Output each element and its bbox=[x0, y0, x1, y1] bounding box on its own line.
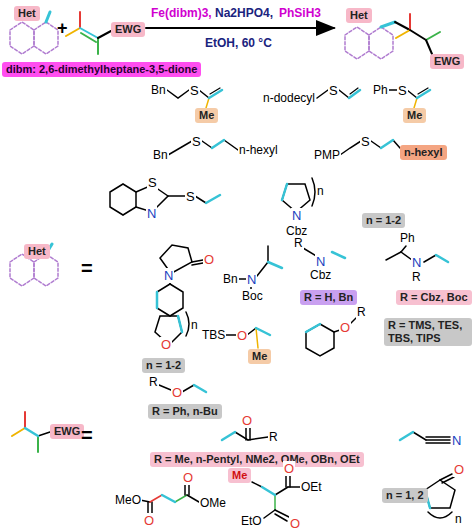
atom-label: N bbox=[246, 272, 257, 287]
atom-label: O bbox=[289, 516, 301, 531]
atom-label: N bbox=[291, 208, 302, 223]
chem-label: Na2HPO4, bbox=[214, 6, 274, 20]
highlight-box: EWG bbox=[111, 22, 145, 37]
atom-label: S bbox=[185, 189, 196, 204]
box-text: R = Ph, n-Bu bbox=[152, 405, 218, 417]
atom-label: N bbox=[163, 268, 174, 283]
highlight-box: R = H, Bn bbox=[300, 290, 357, 305]
box-text: Me bbox=[232, 469, 247, 481]
highlight-box: Me bbox=[228, 468, 251, 483]
atom-label: S bbox=[328, 83, 339, 98]
atom-label: Ph bbox=[399, 231, 416, 245]
highlight-box: Me bbox=[195, 108, 218, 123]
atom-label: O bbox=[236, 328, 248, 343]
highlight-box: R = Ph, n-Bu bbox=[148, 404, 222, 419]
box-text: Het bbox=[28, 245, 46, 257]
atom-label: R bbox=[356, 305, 367, 319]
chem-label: OEt bbox=[300, 480, 323, 494]
chem-label: EtOH, 60 °C bbox=[204, 36, 273, 50]
atom-label: N bbox=[411, 255, 422, 270]
box-text: EWG bbox=[54, 425, 80, 437]
atom-label: Bn bbox=[222, 272, 239, 286]
atom-label: O bbox=[143, 513, 155, 528]
highlight-box: Me bbox=[403, 108, 426, 123]
atom-label: S bbox=[189, 83, 200, 98]
atom-label: O bbox=[283, 461, 295, 476]
highlight-box: Het bbox=[24, 244, 50, 259]
atom-label: S bbox=[397, 83, 408, 98]
chem-label: Fe(dibm)3, bbox=[150, 6, 213, 20]
highlight-box: EWG bbox=[50, 424, 84, 439]
atom-label: O bbox=[171, 385, 183, 400]
atom-label: N bbox=[315, 254, 326, 269]
atom-label: O bbox=[339, 320, 351, 335]
highlight-box: n-hexyl bbox=[400, 145, 447, 160]
atom-label: O bbox=[203, 252, 215, 267]
chem-label: n-dodecyl bbox=[262, 91, 316, 105]
atom-label: Bn bbox=[152, 148, 169, 162]
atom-label: O bbox=[160, 337, 172, 352]
highlight-box: Het bbox=[14, 6, 40, 21]
highlight-box: R = Cbz, Boc bbox=[396, 290, 472, 305]
atom-label: O bbox=[241, 413, 253, 428]
highlight-box: dibm: 2,6-dimethylheptane-3,5-dione bbox=[2, 62, 201, 77]
box-text: R = Cbz, Boc bbox=[400, 291, 468, 303]
box-text: n = 1, 2 bbox=[386, 489, 424, 501]
highlight-box: n = 1-2 bbox=[142, 358, 185, 373]
atom-label: + bbox=[56, 18, 69, 38]
atom-label: R bbox=[148, 375, 159, 389]
atom-label: S bbox=[147, 175, 158, 190]
atom-label: N bbox=[451, 433, 462, 448]
highlight-box: Het bbox=[346, 8, 372, 23]
box-text: R = TMS, TES, TBS, TIPS bbox=[388, 319, 462, 344]
chem-label: n-hexyl bbox=[238, 143, 279, 157]
atom-label: O bbox=[453, 462, 465, 477]
box-text: Me bbox=[199, 109, 214, 121]
atom-label: = bbox=[80, 257, 94, 279]
atom-label: R bbox=[268, 430, 279, 444]
atom-label: O bbox=[182, 470, 194, 485]
chem-label: OMe bbox=[199, 496, 227, 510]
box-text: EWG bbox=[434, 55, 460, 67]
atom-label: Ph bbox=[372, 83, 389, 97]
atom-label: n bbox=[454, 512, 463, 526]
chem-label: TBS bbox=[201, 328, 226, 342]
atom-label: S bbox=[191, 134, 202, 149]
box-text: dibm: 2,6-dimethylheptane-3,5-dione bbox=[6, 63, 197, 75]
highlight-box: Me bbox=[248, 349, 271, 364]
atom-label: N bbox=[146, 206, 157, 221]
box-text: R = H, Bn bbox=[304, 291, 353, 303]
atom-label: n bbox=[190, 318, 199, 332]
highlight-box: n = 1-2 bbox=[362, 213, 405, 228]
box-text: n-hexyl bbox=[404, 146, 443, 158]
chem-label: Cbz bbox=[309, 268, 332, 282]
chem-label: PhSiH3 bbox=[278, 6, 322, 20]
box-text: n = 1-2 bbox=[366, 214, 401, 226]
chem-label: PMP bbox=[313, 148, 341, 162]
box-text: n = 1-2 bbox=[146, 359, 181, 371]
highlight-box: R = Me, n-Pentyl, NMe2, OMe, OBn, OEt bbox=[150, 452, 364, 467]
box-text: Me bbox=[252, 350, 267, 362]
highlight-box: n = 1, 2 bbox=[382, 488, 428, 503]
box-text: Me bbox=[407, 109, 422, 121]
atom-label: n bbox=[316, 184, 325, 198]
box-text: R = Me, n-Pentyl, NMe2, OMe, OBn, OEt bbox=[154, 453, 360, 465]
box-text: Het bbox=[18, 7, 36, 19]
atom-label: R bbox=[293, 236, 304, 250]
highlight-box: EWG bbox=[430, 54, 464, 69]
chem-label: Boc bbox=[241, 289, 264, 303]
box-text: Het bbox=[350, 9, 368, 21]
chem-label: MeO bbox=[114, 493, 142, 507]
highlight-box: R = TMS, TES, TBS, TIPS bbox=[384, 318, 472, 346]
atom-label: S bbox=[360, 134, 371, 149]
box-text: EWG bbox=[115, 23, 141, 35]
chem-label: EtO bbox=[240, 514, 263, 528]
atom-label: Bn bbox=[150, 83, 167, 97]
atom-label: R bbox=[411, 270, 422, 284]
atom-label: = bbox=[80, 424, 94, 446]
